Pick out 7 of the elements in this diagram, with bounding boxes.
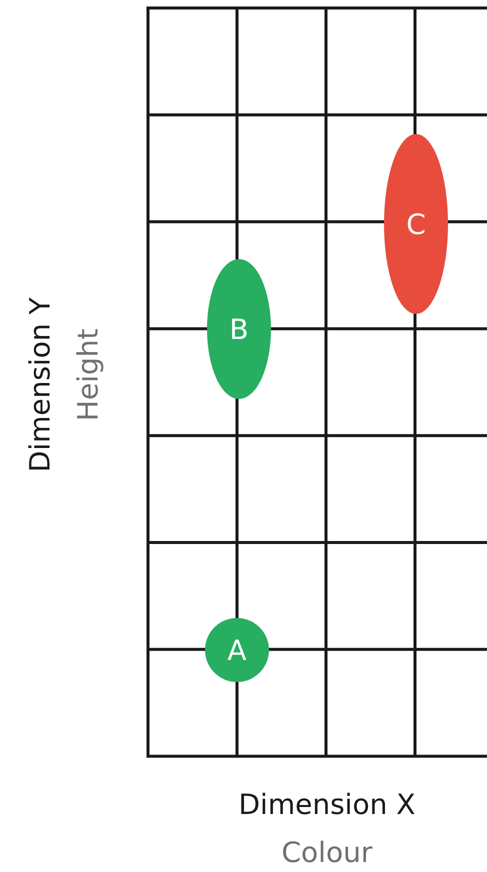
point-label: B bbox=[229, 312, 249, 346]
point-label: A bbox=[227, 634, 247, 666]
point-label: C bbox=[406, 208, 426, 240]
axis-title: Dimension Y bbox=[23, 297, 57, 472]
axis-subtitle: Colour bbox=[282, 836, 372, 870]
axis-title: Dimension X bbox=[238, 788, 416, 822]
axis-subtitle: Height bbox=[70, 328, 105, 422]
